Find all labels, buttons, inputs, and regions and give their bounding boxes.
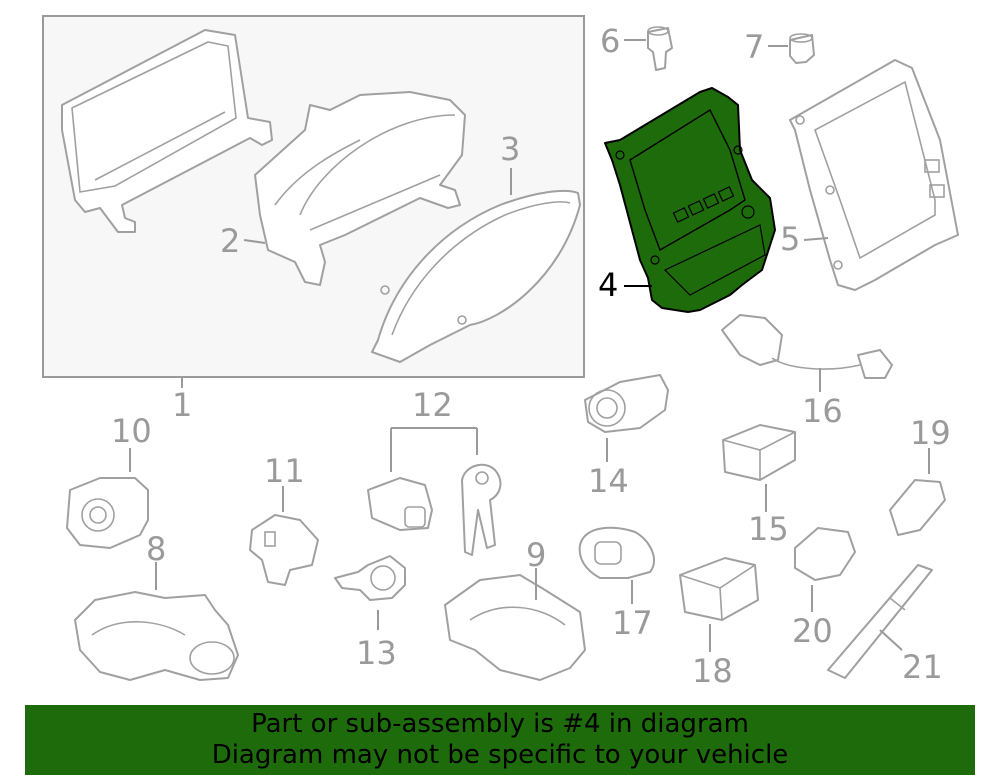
part-15-relay[interactable]: [722, 424, 796, 481]
part-20-bracket[interactable]: [794, 527, 856, 581]
callout-17: 17: [612, 604, 653, 642]
callout-19: 19: [910, 414, 951, 452]
part-3-lens-cover[interactable]: [371, 189, 581, 363]
part-21-antenna-rod[interactable]: [827, 564, 933, 679]
callout-1: 1: [172, 386, 192, 424]
callout-15: 15: [748, 510, 789, 548]
callout-11: 11: [264, 452, 305, 490]
part-2-cluster-housing[interactable]: [254, 91, 466, 286]
info-banner: Part or sub-assembly is #4 in diagram Di…: [25, 705, 975, 775]
callout-13: 13: [356, 634, 397, 672]
cluster-rear-case: [61, 29, 273, 233]
banner-line-2: Diagram may not be specific to your vehi…: [211, 740, 789, 770]
callout-2: 2: [220, 222, 240, 260]
callout-18: 18: [692, 652, 733, 690]
callout-16: 16: [802, 392, 843, 430]
part-9-lower-cover[interactable]: [444, 574, 586, 681]
part-8-column-shroud[interactable]: [74, 591, 239, 681]
callout-21: 21: [902, 648, 943, 686]
part-19-connector[interactable]: [889, 479, 946, 536]
part-18-switch-box[interactable]: [679, 557, 759, 621]
part-14-push-button[interactable]: [584, 374, 669, 433]
part-12-key-set[interactable]: [367, 463, 502, 556]
callout-9: 9: [526, 536, 546, 574]
part-4-control-module[interactable]: [604, 87, 776, 313]
callout-6: 6: [600, 22, 620, 60]
callout-8: 8: [146, 530, 166, 568]
part-5-display-screen[interactable]: [789, 59, 959, 291]
callout-7: 7: [744, 28, 764, 66]
callout-20: 20: [792, 612, 833, 650]
banner-line-1: Part or sub-assembly is #4 in diagram: [251, 709, 749, 739]
callout-10: 10: [111, 412, 152, 450]
part-7-cap[interactable]: [789, 33, 815, 64]
callout-5: 5: [780, 220, 800, 258]
part-17-shift-knob[interactable]: [578, 526, 655, 579]
part-11-bracket[interactable]: [249, 514, 319, 586]
callout-12: 12: [412, 386, 453, 424]
part-13-collar[interactable]: [334, 555, 406, 601]
part-6-knob[interactable]: [647, 26, 673, 71]
callout-4: 4: [598, 266, 618, 304]
part-10-ignition-switch[interactable]: [66, 477, 149, 549]
callout-3: 3: [500, 130, 520, 168]
callout-14: 14: [588, 462, 629, 500]
part-16-sensor-harness[interactable]: [721, 314, 893, 379]
